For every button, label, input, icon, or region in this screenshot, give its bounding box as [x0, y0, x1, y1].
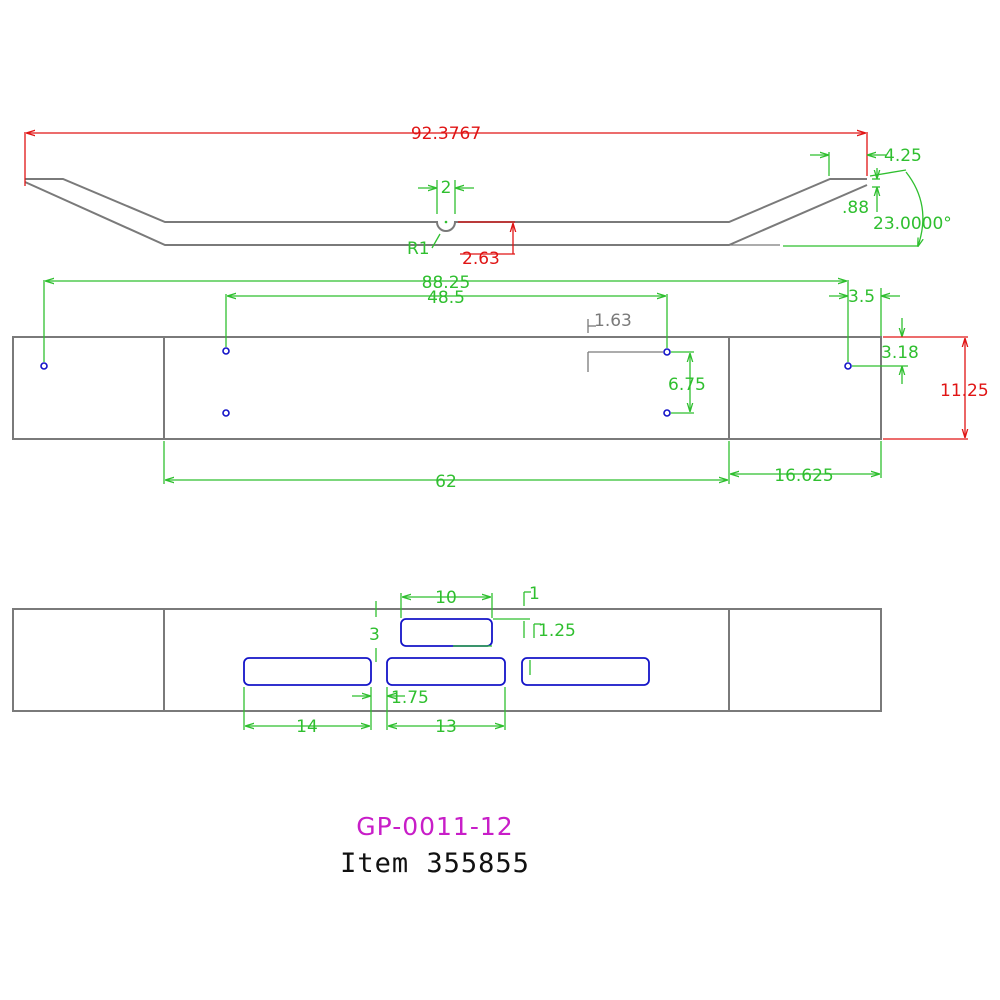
hole-span-outer-label: 88.25 — [422, 273, 471, 293]
slot-mid-length-label: 13 — [435, 717, 457, 737]
side-view: 92.3767 2 R1 2.63 4.25 .88 23.0000° — [24, 124, 952, 269]
bottom-view: 10 1 1.25 3 1.75 14 13 — [12, 584, 882, 737]
slot-middle — [386, 657, 506, 686]
slot-left-length-label: 14 — [296, 717, 318, 737]
mounting-hole — [663, 409, 671, 417]
slot-left — [243, 657, 372, 686]
slot-vertical-gap-label: 1.25 — [538, 621, 576, 641]
top-view: 88.25 48.5 1.63 6.75 3.5 3.18 11.25 — [12, 273, 989, 492]
slot-top-length-label: 10 — [435, 588, 457, 608]
slot-top-offset-label: 1 — [529, 584, 540, 604]
mounting-hole — [222, 409, 230, 417]
slot-right — [521, 657, 650, 686]
hole-pitch-label: 6.75 — [668, 375, 706, 395]
end-length-label: 16.625 — [774, 466, 833, 486]
notch-radius-label: R1 — [407, 239, 430, 259]
hole-span-inner-label: 48.5 — [427, 288, 465, 308]
bend-angle-arc — [905, 171, 923, 246]
notch-center-mark — [444, 220, 448, 224]
edge-offset-label: 3.5 — [848, 287, 875, 307]
side-view-bottom-profile — [24, 181, 868, 246]
offset-small-label: 1.63 — [594, 311, 632, 331]
slot-top — [400, 618, 493, 647]
slot-gap-label: 1.75 — [391, 688, 429, 708]
end-thickness-label: .88 — [842, 198, 869, 218]
bottom-view-outline — [12, 608, 882, 712]
mounting-hole — [222, 347, 230, 355]
part-number: GP-0011-12 — [356, 812, 514, 841]
mounting-hole — [844, 362, 852, 370]
side-view-top-profile — [25, 178, 867, 232]
bend-angle-label: 23.0000° — [873, 214, 952, 234]
overall-length-label: 92.3767 — [411, 124, 481, 144]
item-label: Item 355855 — [340, 848, 530, 879]
bend-angle-leader — [869, 169, 907, 177]
top-view-outline — [12, 336, 882, 440]
center-length-label: 62 — [435, 472, 457, 492]
notch-width-label: 2 — [441, 178, 452, 198]
slot-left-offset-label: 3 — [369, 625, 380, 645]
hole-from-top-label: 3.18 — [881, 343, 919, 363]
mounting-hole — [40, 362, 48, 370]
notch-depth-label: 2.63 — [462, 249, 500, 269]
mounting-hole — [663, 348, 671, 356]
notch-radius-leader — [431, 233, 441, 249]
end-width-label: 4.25 — [884, 146, 922, 166]
width-label: 11.25 — [940, 381, 989, 401]
